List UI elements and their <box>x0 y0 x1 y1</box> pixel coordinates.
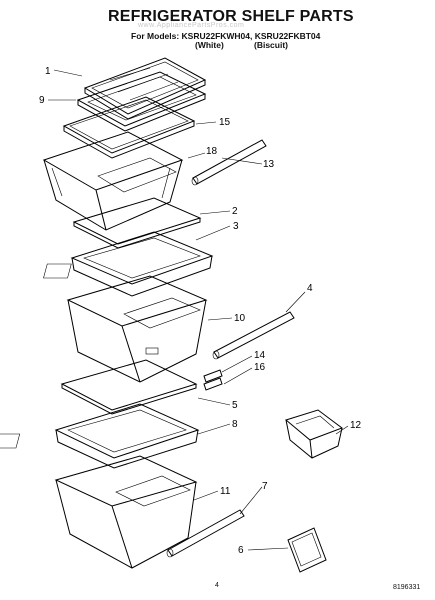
leader-lines <box>48 69 349 551</box>
callout-10: 10 <box>234 313 246 324</box>
callout-18: 18 <box>206 146 218 157</box>
crisper-drawer-middle <box>66 275 208 383</box>
drawer-slide-rail-4 <box>212 311 295 360</box>
callout-1: 1 <box>45 66 51 77</box>
slide-bracket-16 <box>203 377 223 391</box>
variant-biscuit-label: (Biscuit) <box>254 40 288 50</box>
callout-7: 7 <box>262 481 268 492</box>
crisper-drawer-lower <box>54 455 198 569</box>
callout-2: 2 <box>232 206 238 217</box>
callout-labels: 1 9 15 18 13 2 3 4 10 14 16 5 8 12 11 7 … <box>39 66 362 556</box>
callout-11: 11 <box>220 486 231 497</box>
drawer-slide-rail-13 <box>191 139 267 186</box>
variant-white-label: (White) <box>195 40 224 50</box>
glass-shelf <box>62 96 196 159</box>
slide-bracket-14 <box>203 369 223 383</box>
crisper-drawer-upper <box>42 131 184 231</box>
crisper-cover-frame-3 <box>43 231 214 297</box>
callout-6: 6 <box>238 545 244 556</box>
callout-4: 4 <box>307 283 313 294</box>
page-number: 4 <box>215 582 219 589</box>
crisper-cover-5 <box>60 359 198 415</box>
callout-3: 3 <box>233 221 239 232</box>
callout-15: 15 <box>219 117 231 128</box>
glass-shelf-with-frame <box>83 57 207 120</box>
callout-13: 13 <box>263 159 275 170</box>
document-number: 8196331 <box>393 584 421 591</box>
crisper-cover-2 <box>72 197 202 249</box>
watermark-text: www.AppliancePartsPros.com <box>138 22 245 29</box>
callout-12: 12 <box>350 420 362 431</box>
models-line: For Models: KSRU22FKWH04, KSRU22FKBT04 <box>131 31 321 41</box>
callout-9: 9 <box>39 95 45 106</box>
callout-16: 16 <box>254 362 266 373</box>
callout-8: 8 <box>232 419 238 430</box>
drawer-slide-rail-7 <box>166 509 245 558</box>
callout-14: 14 <box>254 350 266 361</box>
page-title: REFRIGERATOR SHELF PARTS <box>108 8 354 25</box>
door-bin-12 <box>284 409 344 459</box>
crisper-cover-frame-8 <box>0 403 200 469</box>
shelf-frame <box>76 71 207 132</box>
humidity-control-6 <box>287 527 327 573</box>
callout-5: 5 <box>232 400 238 411</box>
